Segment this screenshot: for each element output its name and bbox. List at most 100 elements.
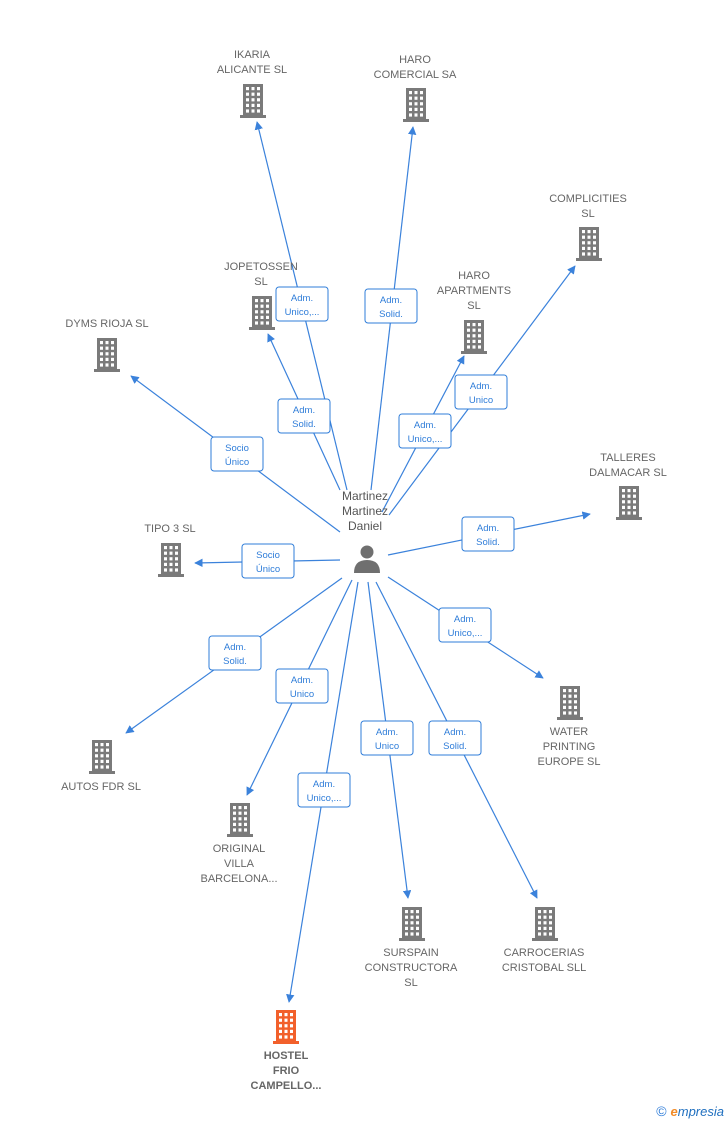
relation-label: Adm. — [380, 295, 402, 306]
company-node-original[interactable]: ORIGINAL VILLA BARCELONA... — [200, 803, 278, 885]
relation-badge-original[interactable]: Adm.Unico — [275, 668, 329, 704]
building-icon — [89, 740, 115, 774]
relation-label: Solid. — [223, 656, 247, 667]
building-icon — [158, 543, 184, 577]
company-label: SURSPAIN — [383, 947, 438, 959]
company-label: SL — [467, 300, 480, 312]
company-node-tipo3[interactable]: TIPO 3 SL — [144, 523, 196, 577]
company-label: COMERCIAL SA — [374, 69, 457, 81]
relation-badge-box — [364, 288, 418, 324]
company-node-autos[interactable]: AUTOS FDR SL — [61, 740, 141, 793]
building-icon — [403, 88, 429, 122]
company-label: COMPLICITIES — [549, 193, 627, 205]
relation-badge-water[interactable]: Adm.Unico,... — [438, 607, 492, 643]
company-label: PRINTING — [543, 741, 596, 753]
company-label: ORIGINAL — [213, 843, 266, 855]
company-label: APARTMENTS — [437, 285, 511, 297]
company-node-water[interactable]: WATER PRINTING EUROPE SL — [538, 686, 601, 768]
relation-badge-complicities[interactable]: Adm.Unico — [454, 374, 508, 410]
company-node-haro_comercial[interactable]: HARO COMERCIAL SA — [374, 54, 457, 122]
relation-label: Unico,... — [285, 307, 320, 318]
relation-label: Adm. — [470, 381, 492, 392]
relation-label: Unico,... — [307, 793, 342, 804]
relation-label: Adm. — [291, 293, 313, 304]
relation-badge-box — [275, 286, 329, 322]
building-icon — [249, 296, 275, 330]
relation-label: Adm. — [376, 727, 398, 738]
building-icon — [461, 320, 487, 354]
company-node-haro_apartments[interactable]: HARO APARTMENTS SL — [437, 270, 511, 354]
company-label: SL — [404, 977, 417, 989]
relation-label: Solid. — [379, 309, 403, 320]
company-label: HARO — [399, 54, 431, 66]
building-icon — [273, 1010, 299, 1044]
company-label: SL — [581, 208, 594, 220]
company-label: AUTOS FDR SL — [61, 781, 141, 793]
building-icon — [227, 803, 253, 837]
relation-label: Solid. — [292, 419, 316, 430]
relation-badge-box — [275, 668, 329, 704]
company-label: CAMPELLO... — [251, 1080, 322, 1092]
relation-badge-surspain[interactable]: Adm. Unico — [360, 720, 414, 756]
relation-badge-ikaria[interactable]: Adm. Unico,... — [275, 286, 329, 322]
person-label: Martinez — [342, 489, 388, 503]
building-icon — [616, 486, 642, 520]
relation-badge-box — [461, 516, 515, 552]
company-label: IKARIA — [234, 49, 271, 61]
relation-badge-box — [277, 398, 331, 434]
company-label: HARO — [458, 270, 490, 282]
company-label: WATER — [550, 726, 589, 738]
relation-badge-carrocerias[interactable]: Adm.Solid. — [428, 720, 482, 756]
relation-label: Socio — [256, 550, 280, 561]
person-label: Daniel — [348, 519, 382, 533]
relation-badge-talleres[interactable]: Adm.Solid. — [461, 516, 515, 552]
company-label: DYMS RIOJA SL — [65, 318, 148, 330]
relation-label: Socio — [225, 443, 249, 454]
relation-badge-box — [398, 413, 452, 449]
company-node-hostel[interactable]: HOSTEL FRIO CAMPELLO... — [251, 1010, 322, 1092]
relation-label: Adm. — [313, 779, 335, 790]
relation-label: Unico,... — [408, 434, 443, 445]
relation-label: Adm. — [291, 675, 313, 686]
building-icon — [94, 338, 120, 372]
relation-label: Adm. — [454, 614, 476, 625]
company-label: VILLA — [224, 858, 255, 870]
footer-brand: ©empresia — [656, 1103, 724, 1119]
relation-label: Adm. — [444, 727, 466, 738]
building-icon — [557, 686, 583, 720]
relation-badge-box — [454, 374, 508, 410]
company-label: FRIO — [273, 1065, 300, 1077]
relation-label: Único — [225, 457, 249, 468]
company-label: DALMACAR SL — [589, 467, 667, 479]
company-label: JOPETOSSEN — [224, 261, 298, 273]
building-icon — [240, 84, 266, 118]
company-node-dyms[interactable]: DYMS RIOJA SL — [65, 318, 149, 372]
relation-badge-autos[interactable]: Adm.Solid. — [208, 635, 262, 671]
relation-badge-box — [208, 635, 262, 671]
building-icon — [576, 227, 602, 261]
relation-badge-hostel[interactable]: Adm. Unico,... — [297, 772, 351, 808]
company-label: EUROPE SL — [538, 756, 601, 768]
relation-badge-box — [360, 720, 414, 756]
company-node-complicities[interactable]: COMPLICITIES SL — [549, 193, 627, 261]
relation-badge-box — [210, 436, 264, 472]
company-label: HOSTEL — [264, 1050, 309, 1062]
relation-label: Adm. — [477, 523, 499, 534]
relation-badge-haro_apartments[interactable]: Adm.Unico,... — [398, 413, 452, 449]
company-label: BARCELONA... — [200, 873, 277, 885]
brand-name: mpresia — [677, 1104, 724, 1119]
relation-badge-box — [297, 772, 351, 808]
relation-badge-haro_comercial[interactable]: Adm. Solid. — [364, 288, 418, 324]
relation-badge-jopetossen[interactable]: Adm.Solid. — [277, 398, 331, 434]
relation-label: Único — [256, 564, 280, 575]
relation-label: Unico — [375, 741, 399, 752]
